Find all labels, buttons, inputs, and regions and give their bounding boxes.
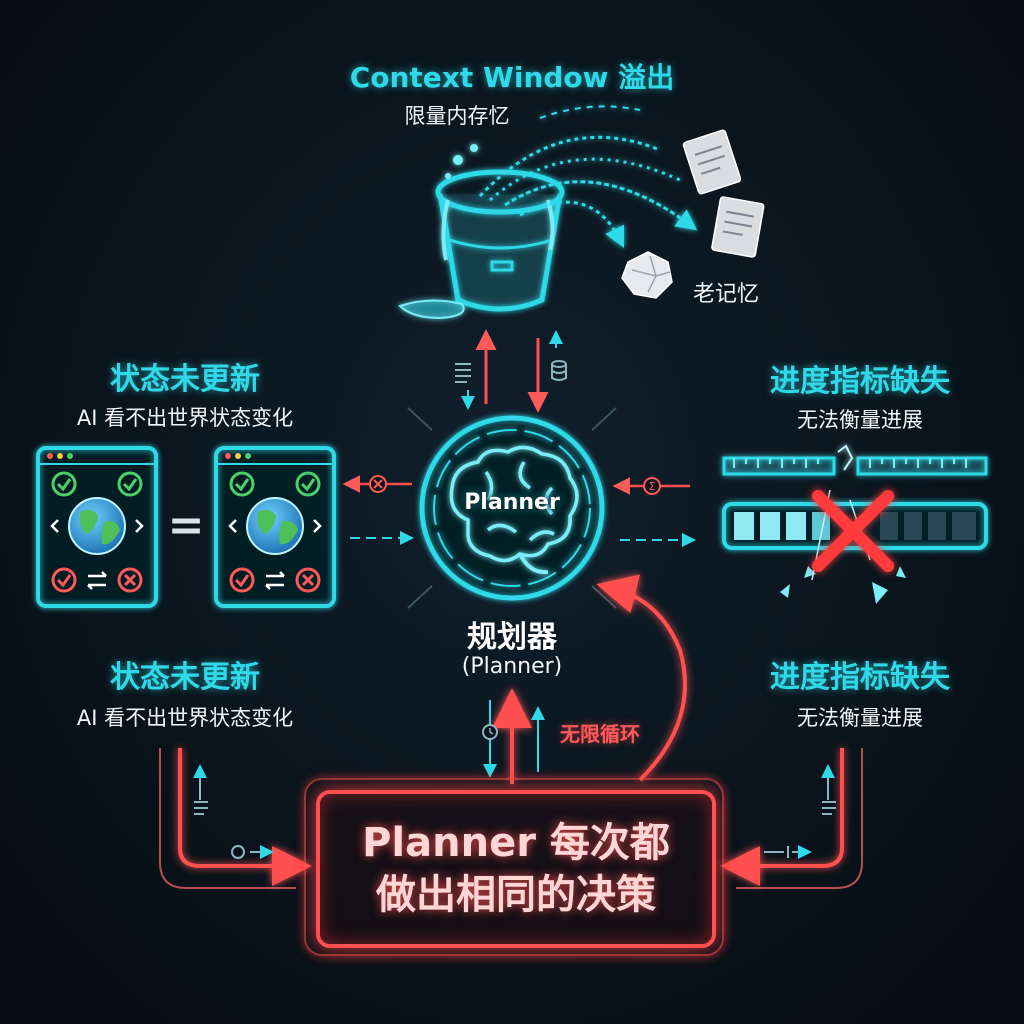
chevron-right-icon [135,519,144,533]
database-icon [551,360,567,381]
check-icon [229,471,255,497]
left-subtitle-upper: AI 看不出世界状态变化 [76,406,294,430]
decision-line-2: 做出相同的决策 [376,872,656,918]
left-title-upper: 状态未更新 [110,362,260,397]
error-icon [51,567,77,593]
swap-icon [265,571,285,590]
planner-name-en: (Planner) [461,654,563,679]
swap-icon [87,571,107,590]
right-connector-arrows: Σ [596,477,706,547]
same-decision-box: Planner 每次都 做出相同的决策 [316,790,716,948]
failure-cross-icon [812,490,894,572]
check-icon [295,471,321,497]
infinite-loop-label: 无限循环 [560,722,640,746]
old-document-icon [682,129,765,258]
cross-icon [117,567,143,593]
crumpled-paper-icon [621,251,673,299]
right-title-upper: 进度指标缺失 [770,364,950,399]
log-lines-icon [455,363,471,383]
right-subtitle-upper: 无法衡量进展 [797,408,923,432]
globe-icon [246,497,304,555]
left-title-lower: 状态未更新 [110,660,260,695]
brain-icon [449,445,579,575]
planner-name-cn: 规划器 [467,620,557,655]
check-icon [117,471,143,497]
right-feed-arrow [720,748,863,889]
globe-icon [68,497,126,555]
broken-ruler-icon [722,444,988,476]
left-subtitle-lower: AI 看不出世界状态变化 [76,706,294,730]
decision-line-1: Planner 每次都 [362,820,670,866]
check-icon [51,471,77,497]
overflowing-bucket-icon [398,144,565,320]
world-state-panel-before [36,446,158,608]
brain-label: Planner [464,490,560,515]
left-feed-arrow [159,748,312,889]
svg-text:Σ: Σ [649,480,656,493]
equals-sign: = [168,500,205,551]
loop-side-arrows [482,700,545,778]
context-window-title: Context Window 溢出 [349,61,675,94]
left-connector-arrows [326,475,420,545]
decision-box-outline [304,778,724,956]
world-state-panel-after [214,446,336,608]
right-title-lower: 进度指标缺失 [770,660,950,695]
old-memory-label: 老记忆 [692,282,759,307]
memory-exchange-arrows [461,316,563,416]
chevron-left-icon [228,519,237,533]
right-subtitle-lower: 无法衡量进展 [797,706,923,730]
data-stream-overflow [478,105,698,249]
cross-icon [295,567,321,593]
context-window-subtitle: 限量内存忆 [404,104,510,128]
error-icon [229,567,255,593]
progress-bar-broken [722,489,988,604]
chevron-left-icon [50,519,59,533]
chevron-right-icon [313,519,322,533]
infinite-loop-arrow [492,574,687,784]
